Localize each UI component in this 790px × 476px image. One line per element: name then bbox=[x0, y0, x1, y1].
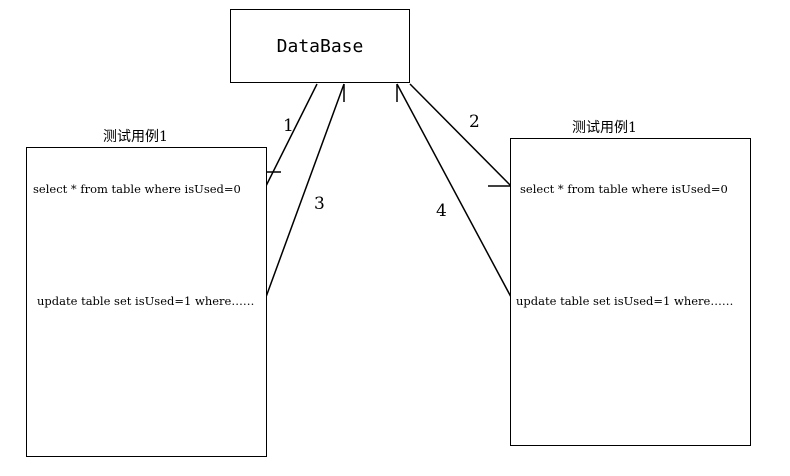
left-case-title: 测试用例1 bbox=[103, 129, 168, 145]
arrow-1-head bbox=[265, 171, 281, 186]
arrow-1-line bbox=[265, 83, 318, 187]
arrow-4-line bbox=[396, 83, 512, 298]
right-case-title: 测试用例1 bbox=[572, 120, 637, 136]
left-update-sql: update table set isUsed=1 where…… bbox=[37, 294, 255, 308]
arrow-2-label: 2 bbox=[469, 112, 480, 132]
database-label: DataBase bbox=[276, 35, 364, 57]
arrow-2-line bbox=[409, 83, 512, 187]
arrow-3-line bbox=[265, 83, 345, 298]
left-select-sql: select * from table where isUsed=0 bbox=[33, 182, 241, 196]
left-case-box bbox=[26, 147, 267, 457]
right-case-box bbox=[510, 138, 751, 446]
right-select-sql: select * from table where isUsed=0 bbox=[520, 182, 728, 196]
database-box: DataBase bbox=[230, 9, 410, 83]
right-update-sql: update table set isUsed=1 where…… bbox=[516, 294, 734, 308]
arrow-1-label: 1 bbox=[283, 116, 294, 136]
arrow-3-label: 3 bbox=[314, 194, 325, 214]
arrow-4-label: 4 bbox=[436, 201, 447, 221]
